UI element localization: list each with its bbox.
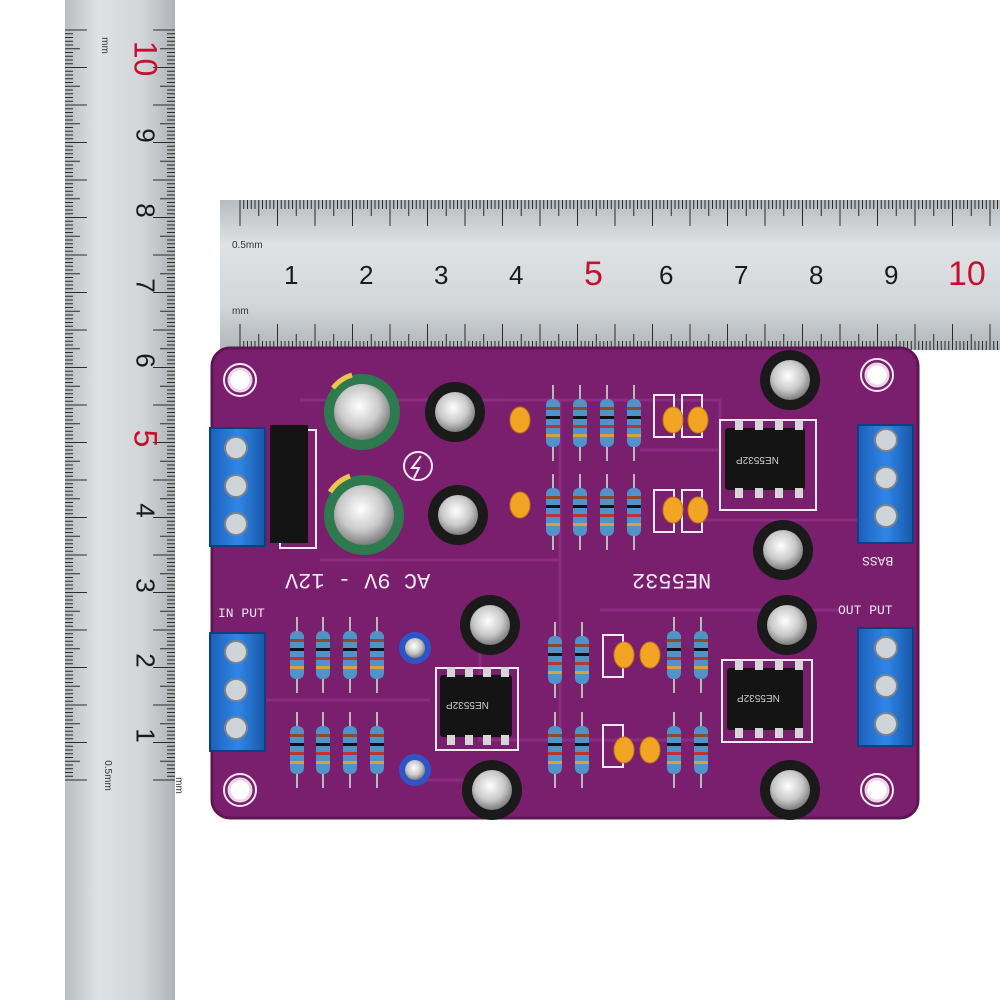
ic-marking-top: NE5532P [736, 454, 779, 465]
ic-marking-left: NE5532P [446, 699, 489, 710]
hruler-number: 6 [659, 260, 674, 290]
hruler-number: 2 [359, 260, 374, 290]
hruler-number: 7 [734, 260, 749, 290]
power-label: AC 9V - 12V [285, 567, 431, 592]
hruler-number: 8 [809, 260, 824, 290]
hruler-number: 3 [434, 260, 449, 290]
hruler-number: 5 [584, 255, 603, 293]
hruler-unit-top: 0.5mm [232, 240, 263, 251]
hruler-number: 4 [509, 260, 524, 290]
horizontal-ruler [220, 200, 1000, 350]
bass-label: BASS [862, 553, 894, 568]
hruler-unit-bottom: mm [232, 306, 249, 317]
output-label: OUT PUT [838, 603, 893, 618]
input-label: IN PUT [218, 606, 265, 621]
hruler-number: 1 [284, 260, 299, 290]
vertical-ruler-ticks [65, 29, 175, 781]
ic-marking-right: NE5532P [737, 692, 780, 703]
hruler-number: 10 [948, 255, 986, 293]
chip-label: NE5532 [632, 567, 712, 592]
hruler-number: 9 [884, 260, 899, 290]
terminal-power [209, 427, 266, 547]
vertical-ruler [65, 0, 175, 1000]
